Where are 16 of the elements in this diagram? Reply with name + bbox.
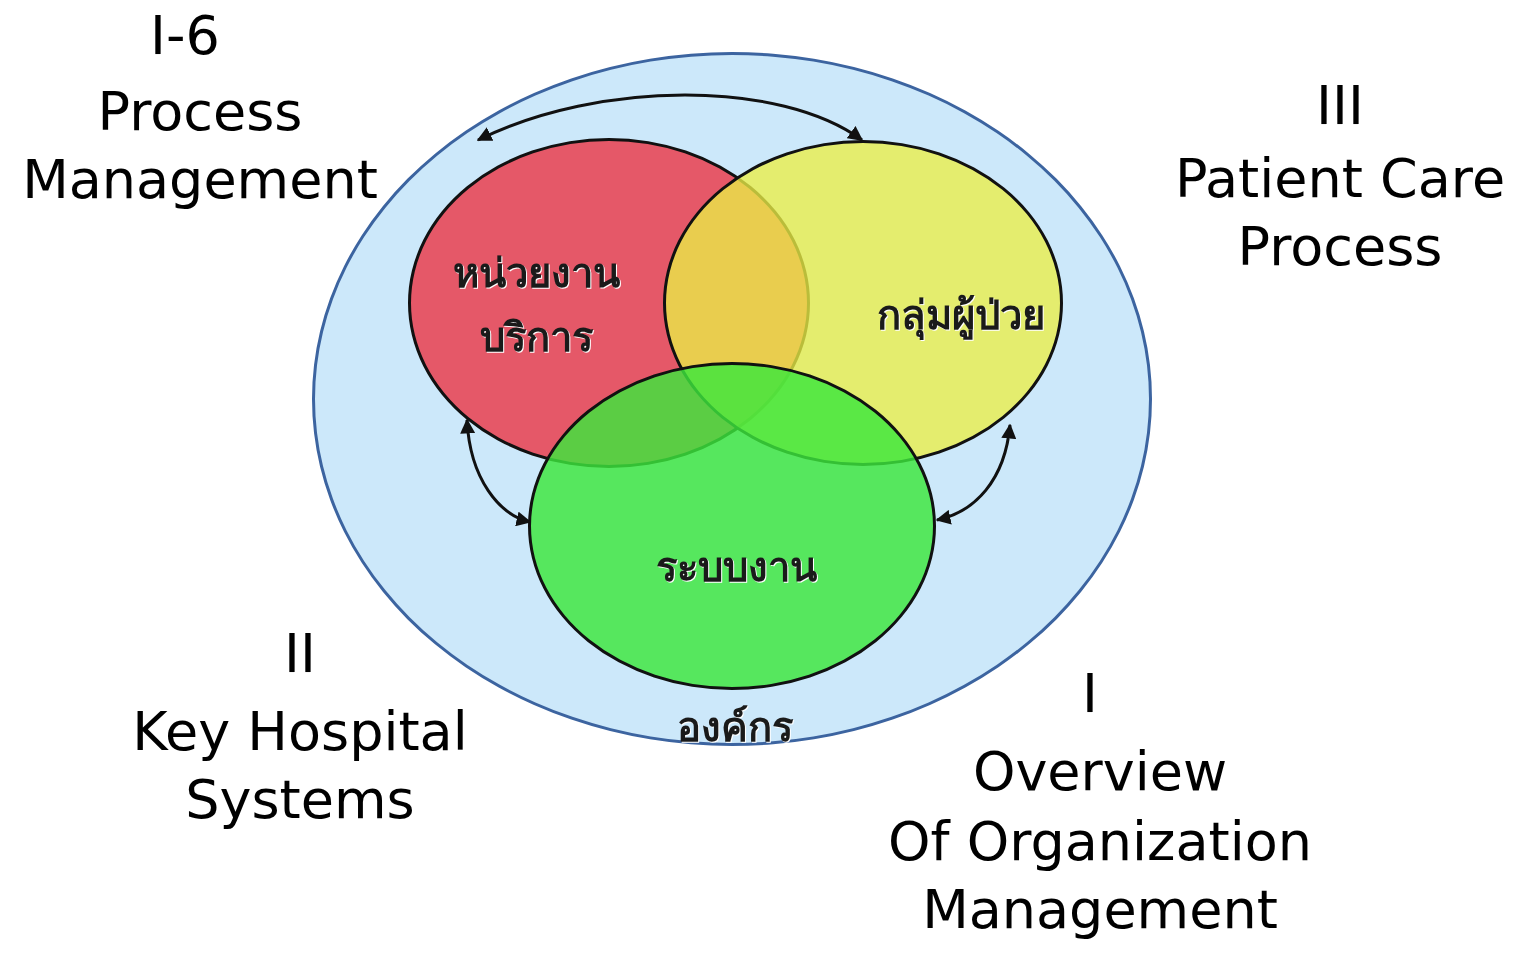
section-number: II [283,621,317,687]
circle-label: องค์กร [676,703,794,752]
section-number: I [1081,661,1099,727]
section-label: Patient Care Process [1173,146,1507,280]
circle-label: หน่วยงานบริการ [451,249,621,362]
arrow [460,418,532,526]
arrow [476,93,864,142]
section-label: Overview [971,739,1229,805]
section-number: III [1315,73,1365,139]
section-label: Of Organization Management [887,809,1313,943]
circle-label: ระบบงาน [654,543,818,592]
circle-label: กลุ่มผู้ป่วย [876,291,1046,342]
section-label: Key Hospital Systems [131,699,469,833]
section-number: I-6 [149,3,221,69]
arrow [935,423,1016,524]
section-label: Process Management [21,79,379,213]
